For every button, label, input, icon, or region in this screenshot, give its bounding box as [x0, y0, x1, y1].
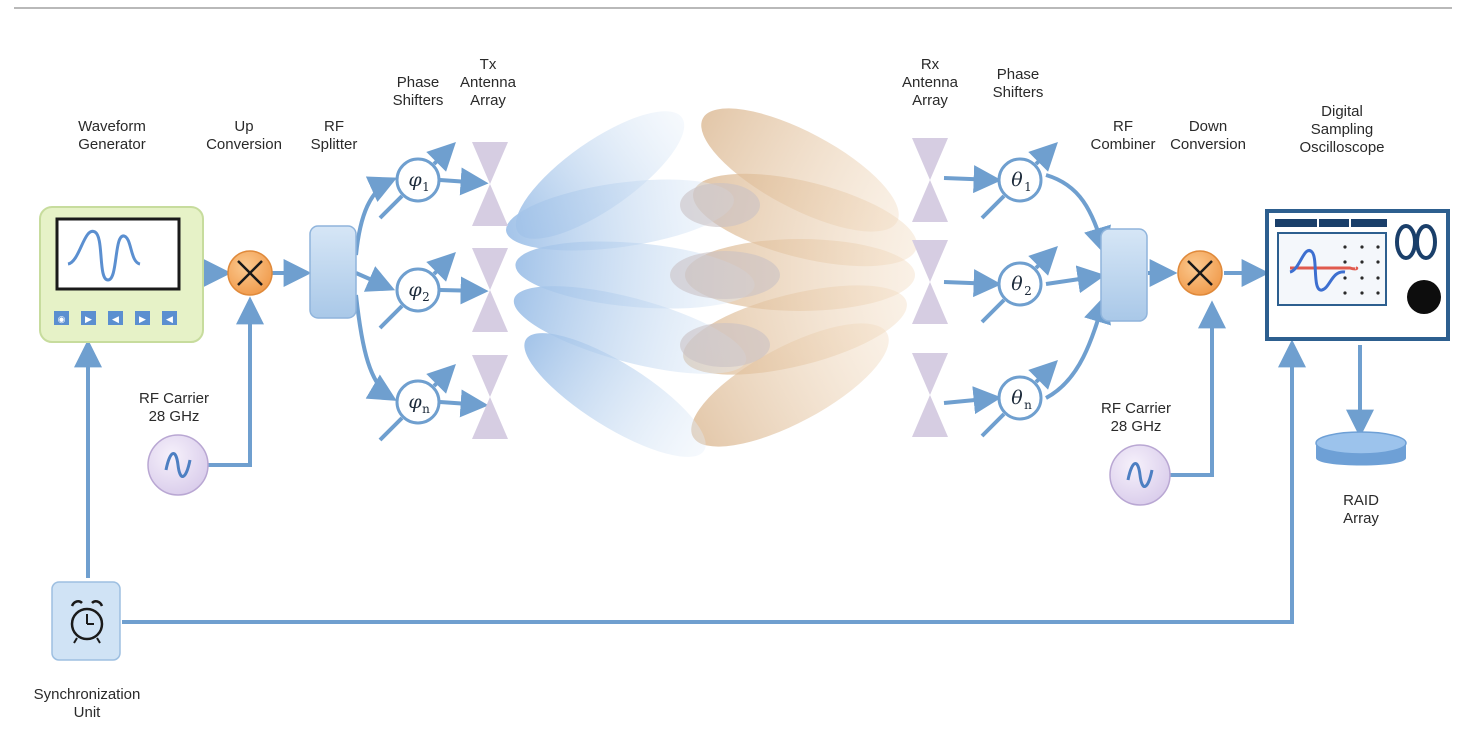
synchronization-unit [51, 581, 121, 661]
rf-combiner-box [1100, 228, 1148, 322]
rx-phase-subscript: 2 [1024, 284, 1032, 298]
svg-text:◀: ◀ [112, 315, 119, 325]
sine-icon [164, 452, 192, 478]
rx-antenna-array [912, 138, 948, 437]
tx-antenna-element [472, 248, 508, 332]
tx-phase-subscript: 2 [422, 290, 430, 304]
rx-phase-symbol: θ [1011, 273, 1023, 295]
scope-trace-blue [1289, 248, 1346, 292]
rx-antenna-element [912, 138, 948, 222]
tx-phase-subscript: n [422, 402, 430, 416]
tx-antenna-array [472, 142, 508, 439]
rf-splitter-box [309, 225, 357, 319]
svg-text:◉: ◉ [58, 315, 66, 325]
scope-dial [1407, 280, 1441, 314]
rf-carrier-tx-oscillator [147, 434, 209, 496]
down-conversion-mixer [1177, 250, 1223, 296]
rx-phase-symbol: θ [1011, 387, 1023, 409]
rf-carrier-rx-oscillator [1109, 444, 1171, 506]
scope-knob-right [1415, 224, 1437, 260]
alarm-clock-icon [70, 607, 104, 641]
wavegen-buttons: ◉ ▶ ◀ ▶ ◀ [54, 311, 177, 325]
tx-phase-symbol: φ [408, 279, 422, 301]
up-conversion-mixer [227, 250, 273, 296]
rx-phase-symbol: θ [1011, 169, 1023, 191]
waveform-trace [67, 230, 141, 282]
signal-wires [74, 165, 1374, 624]
svg-text:◀: ◀ [166, 315, 173, 325]
digital-sampling-oscilloscope [1265, 209, 1450, 341]
raid-array-disk [1315, 431, 1407, 466]
sine-icon [1126, 462, 1154, 488]
tx-antenna-element [472, 355, 508, 439]
svg-text:▶: ▶ [85, 315, 92, 325]
rx-antenna-element [912, 240, 948, 324]
tx-phase-symbol: φ [408, 391, 422, 413]
scope-trace-red [1290, 266, 1359, 271]
rx-phase-subscript: 1 [1024, 180, 1032, 194]
tx-phase-subscript: 1 [422, 180, 430, 194]
svg-text:▶: ▶ [139, 315, 146, 325]
tx-antenna-element [472, 142, 508, 226]
tx-beams [506, 111, 780, 457]
rx-antenna-element [912, 353, 948, 437]
tx-phase-symbol: φ [408, 169, 422, 191]
rx-phase-subscript: n [1024, 398, 1032, 412]
waveform-generator: ◉ ▶ ◀ ▶ ◀ [39, 206, 204, 343]
